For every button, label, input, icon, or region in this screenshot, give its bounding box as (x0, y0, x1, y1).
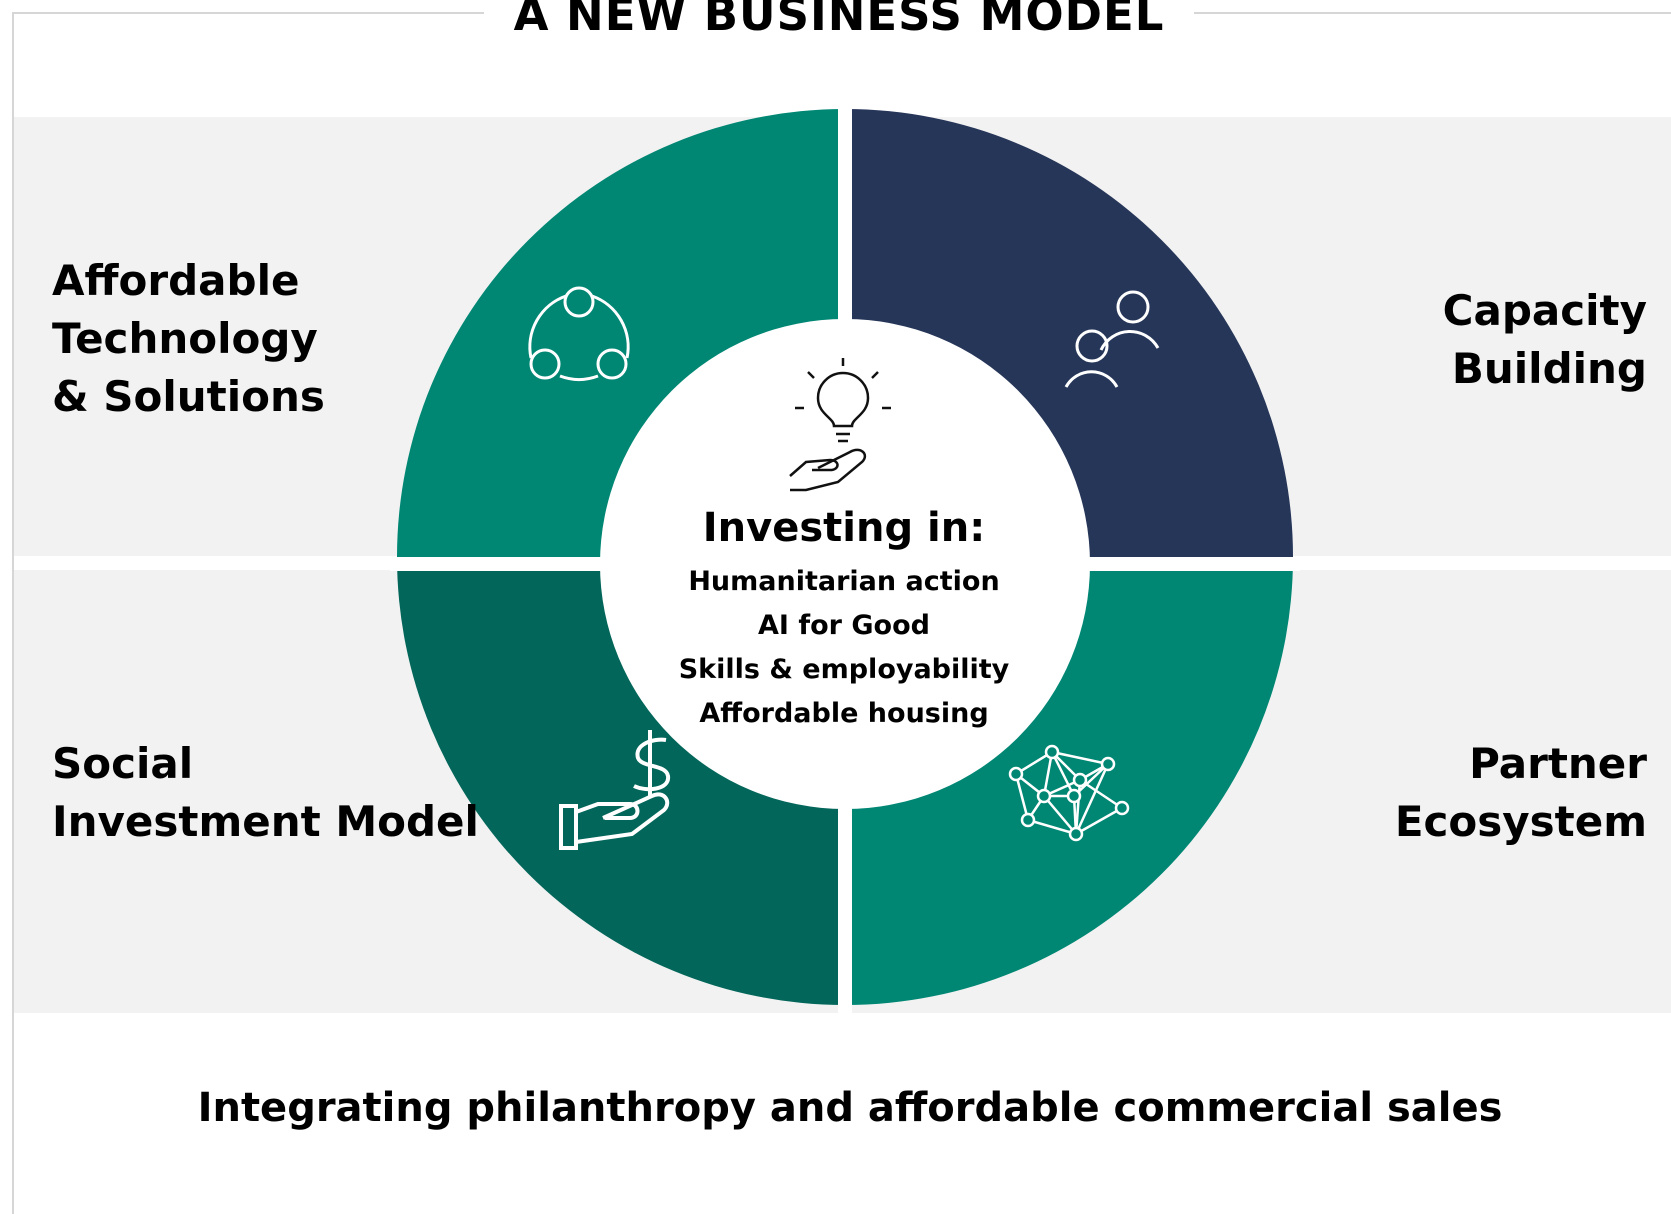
people-icon (1064, 290, 1160, 388)
outer-frame: A NEW BUSINESS MODEL (12, 0, 1671, 1214)
network-triangle-icon (528, 286, 630, 381)
quadrant-circle-diagram (390, 109, 1300, 1005)
focus-area-item: Humanitarian action (688, 566, 1000, 597)
lightbulb-hand-icon (789, 358, 891, 492)
network-mesh-icon (1008, 744, 1130, 842)
label-affordable-technology: Affordable Technology & Solutions (52, 256, 325, 421)
focus-area-item: Skills & employability (678, 654, 1010, 685)
focus-area-item: AI for Good (758, 610, 930, 641)
label-social-investment-model: Social Investment Model (52, 739, 479, 846)
center-heading: Investing in: (702, 505, 986, 551)
focus-area-item: Affordable housing (699, 698, 989, 729)
center-circle (600, 319, 1090, 809)
focus-area-list: Humanitarian action AI for Good Skills &… (600, 560, 1088, 736)
label-capacity-building: Capacity Building (1442, 286, 1647, 393)
page-title: A NEW BUSINESS MODEL (484, 0, 1194, 52)
hand-dollar-icon (559, 730, 670, 850)
label-partner-ecosystem: Partner Ecosystem (1394, 739, 1647, 846)
footer-tagline: Integrating philanthropy and affordable … (197, 1085, 1503, 1131)
